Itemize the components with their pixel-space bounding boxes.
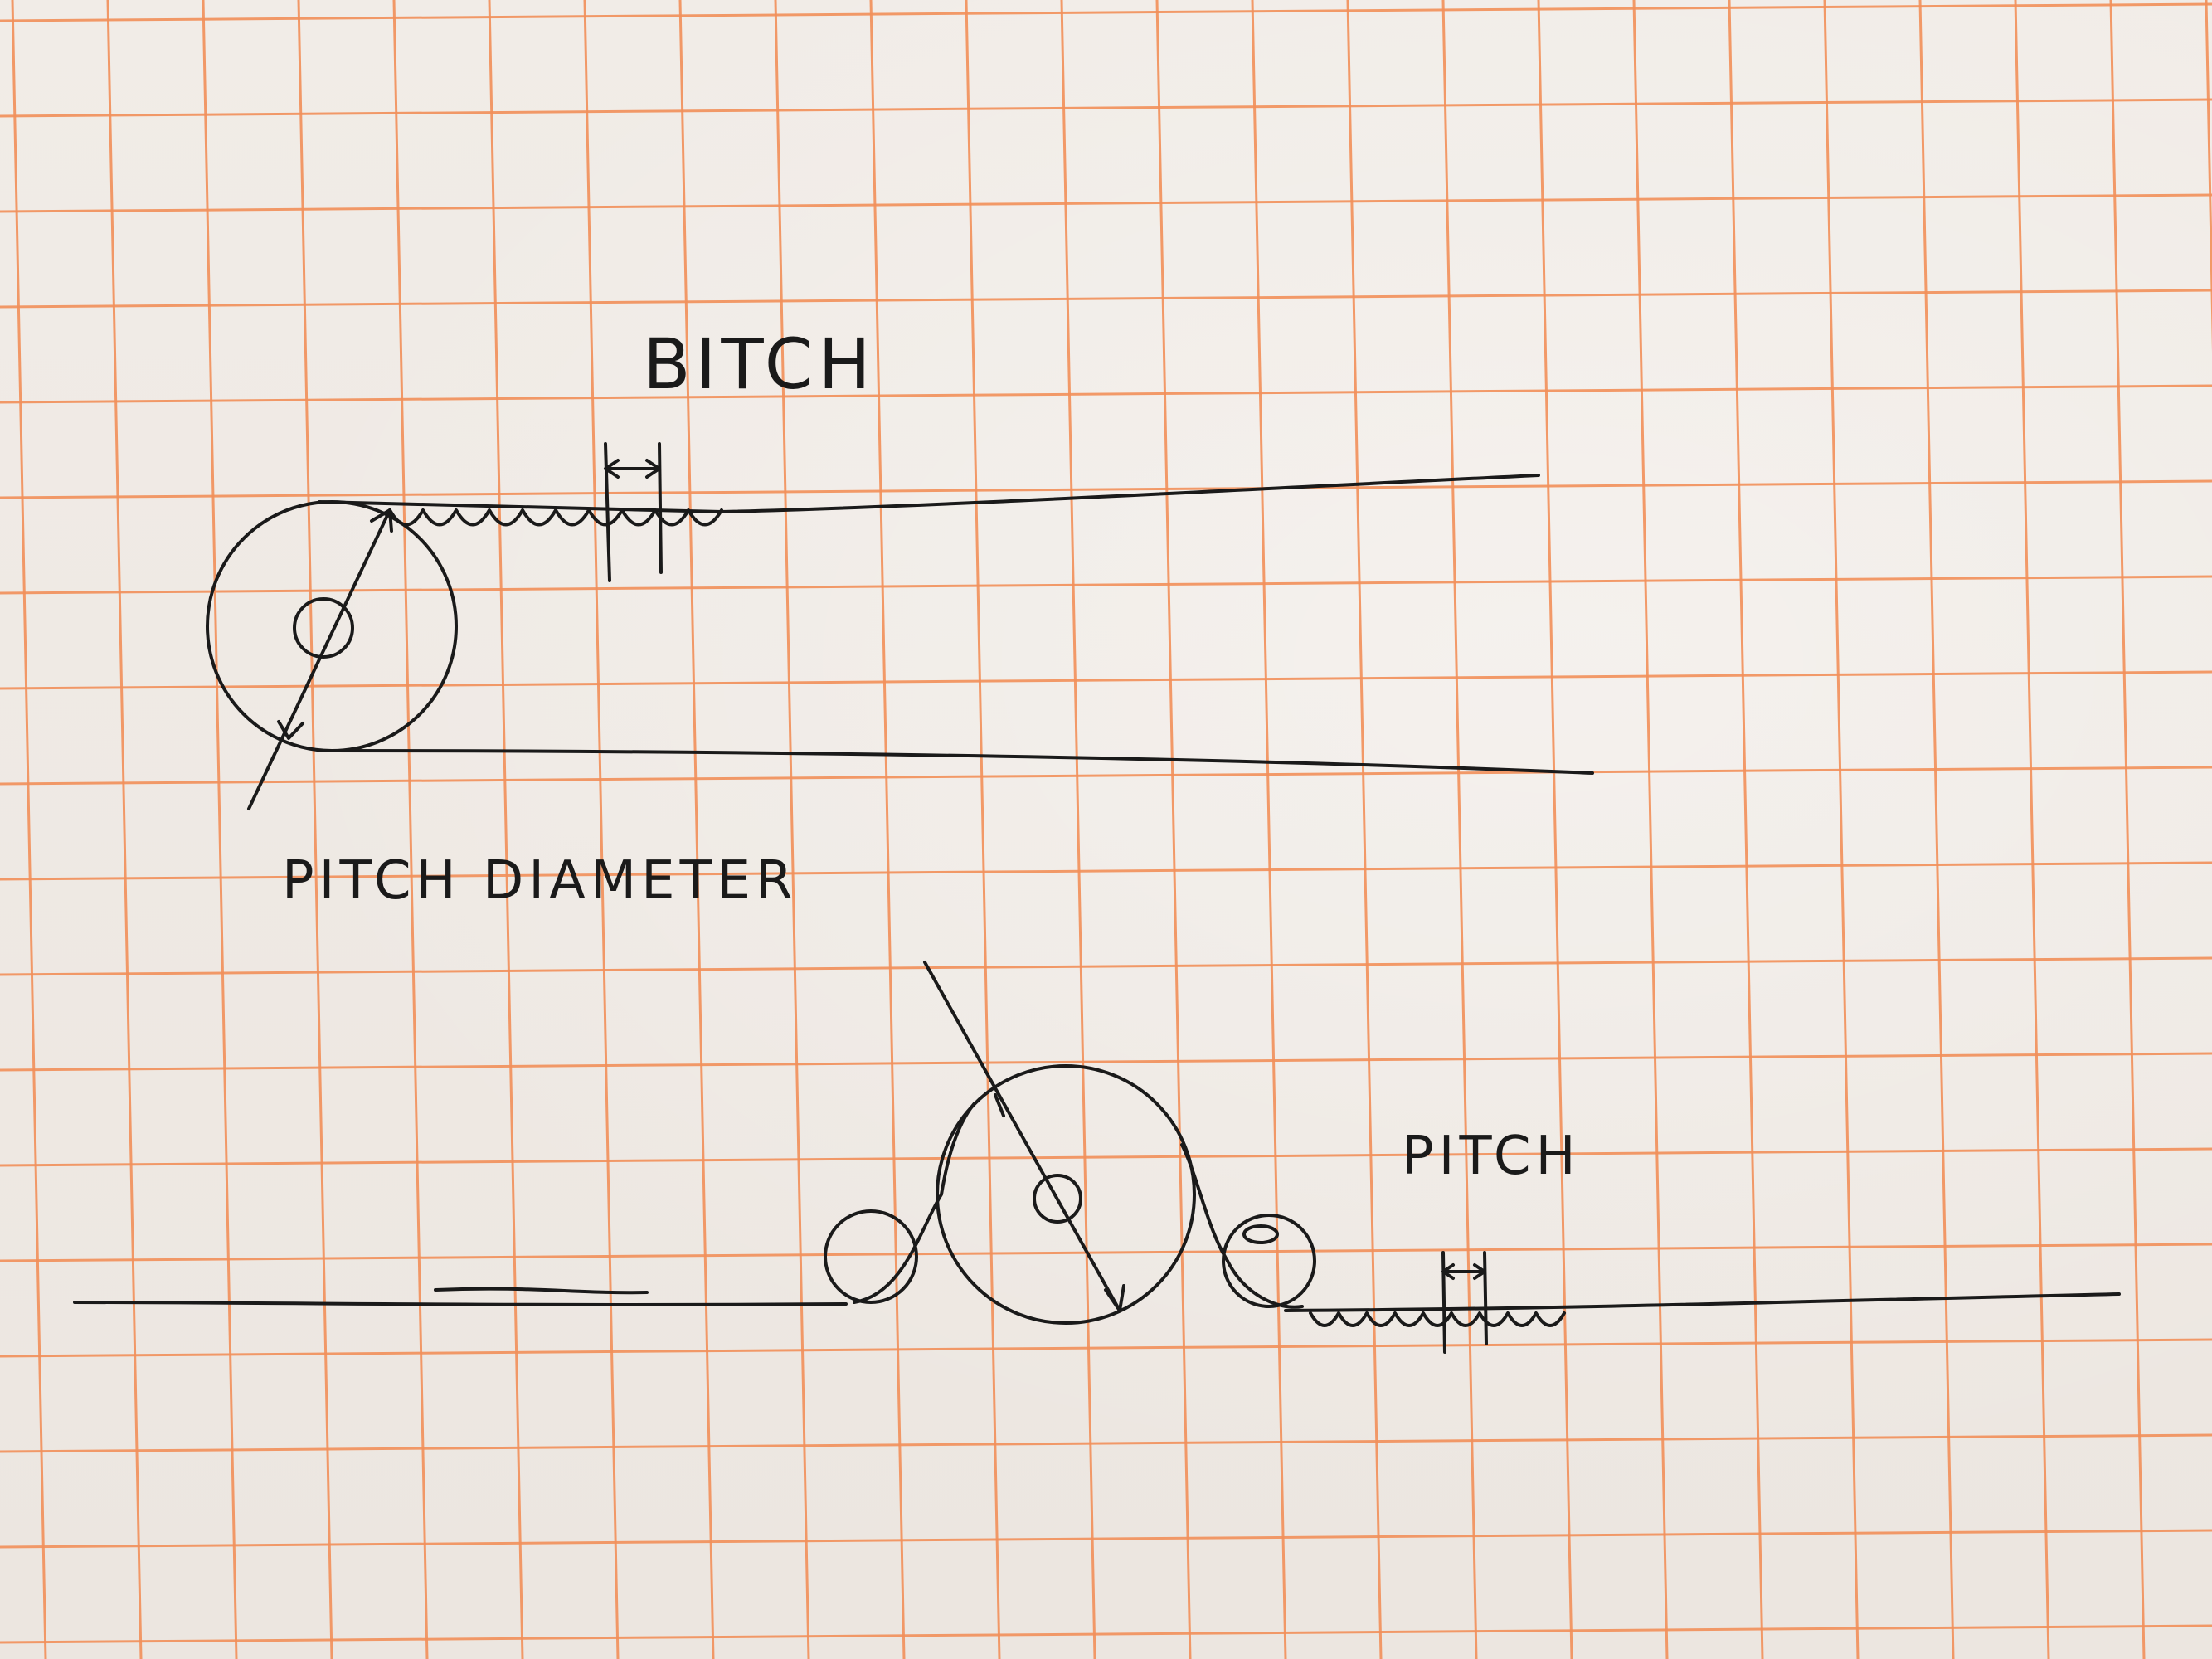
- bottom-belt-left-stroke: [434, 1287, 649, 1295]
- grid-line-vertical: [1441, 0, 1478, 1659]
- pitch-diameter-arrow-top: [370, 508, 393, 533]
- top-pulley-diagram: [206, 442, 1594, 810]
- bottom-diameter-line: [923, 961, 1121, 1312]
- grid-line-horizontal: [0, 193, 2212, 213]
- grid-line-horizontal: [0, 1433, 2212, 1453]
- top-pulley-hub: [293, 597, 354, 659]
- label-top-pitch: BITCH: [643, 324, 876, 405]
- grid-line-vertical: [297, 0, 333, 1659]
- bottom-pitch-dimension: [1441, 1251, 1488, 1354]
- top-pulley: [206, 500, 458, 752]
- grid-line-vertical: [1728, 0, 1764, 1659]
- grid-line-vertical: [106, 0, 143, 1659]
- grid-line-vertical: [1251, 0, 1287, 1659]
- grid-line-horizontal: [0, 670, 2212, 690]
- grid-line-horizontal: [0, 289, 2212, 309]
- grid-line-horizontal: [0, 766, 2212, 786]
- pitch-diameter-line: [247, 508, 391, 810]
- grid-line-vertical: [202, 0, 238, 1659]
- pitch-diameter-arrow-bottom: [277, 720, 304, 740]
- grid-line-horizontal: [0, 1052, 2212, 1072]
- grid-line-vertical: [1346, 0, 1383, 1659]
- bottom-belt-teeth: [1309, 1311, 1566, 1327]
- label-bottom-pitch: PITCH: [1402, 1126, 1581, 1187]
- grid-line-vertical: [1155, 0, 1192, 1659]
- grid-line-vertical: [2205, 0, 2212, 353]
- grid-line-vertical: [1060, 0, 1096, 1659]
- grid-line-horizontal: [0, 1243, 2212, 1262]
- right-idler-hub: [1242, 1224, 1279, 1244]
- left-idler: [824, 1209, 918, 1304]
- grid-line-vertical: [488, 0, 524, 1659]
- grid-line-horizontal: [0, 1147, 2212, 1167]
- bottom-pulley-hub: [1033, 1174, 1082, 1224]
- label-pitch-diameter: PITCH DIAMETER: [282, 850, 798, 912]
- grid-line-vertical: [11, 0, 47, 1659]
- grid-line-horizontal: [0, 1529, 2212, 1549]
- top-pitch-dimension: [604, 442, 663, 582]
- grid-line-horizontal: [0, 575, 2212, 595]
- belt-wrap-left: [853, 1102, 976, 1304]
- grid-line-horizontal: [0, 384, 2212, 404]
- grid-line-vertical: [1918, 0, 1955, 1659]
- bottom-diameter-tick: [994, 1093, 1005, 1117]
- grid-line-vertical: [965, 0, 1001, 1659]
- bottom-pulley: [936, 1064, 1196, 1325]
- grid-line-vertical: [1823, 0, 1860, 1659]
- belt-wrap-right: [1180, 1143, 1304, 1309]
- grid-line-horizontal: [0, 479, 2212, 499]
- top-belt-teeth: [388, 508, 723, 527]
- grid-line-vertical: [678, 0, 715, 1659]
- grid-line-vertical: [869, 0, 906, 1659]
- grid-line-horizontal: [0, 956, 2212, 976]
- right-idler: [1222, 1214, 1316, 1308]
- grid-line-horizontal: [0, 1624, 2212, 1644]
- grid-line-vertical: [1537, 0, 1573, 1659]
- grid-line-horizontal: [0, 2, 2212, 22]
- bottom-diameter-arrow: [1104, 1284, 1125, 1312]
- grid-line-vertical: [1632, 0, 1669, 1659]
- grid-line-vertical: [774, 0, 810, 1659]
- top-belt-upper-run: [318, 474, 1540, 513]
- grid-line-vertical: [392, 0, 429, 1659]
- grid-line-horizontal: [0, 1338, 2212, 1358]
- grid-line-vertical: [2014, 0, 2050, 1659]
- top-belt-lower-run: [330, 749, 1594, 775]
- bottom-belt-right: [1284, 1292, 2121, 1312]
- bottom-pulley-diagram: [73, 961, 2121, 1354]
- grid-line-vertical: [583, 0, 620, 1659]
- grid-line-horizontal: [0, 98, 2212, 118]
- bottom-belt-left: [73, 1301, 848, 1306]
- grid-line-vertical: [2109, 0, 2146, 1659]
- grid-line-horizontal: [0, 861, 2212, 881]
